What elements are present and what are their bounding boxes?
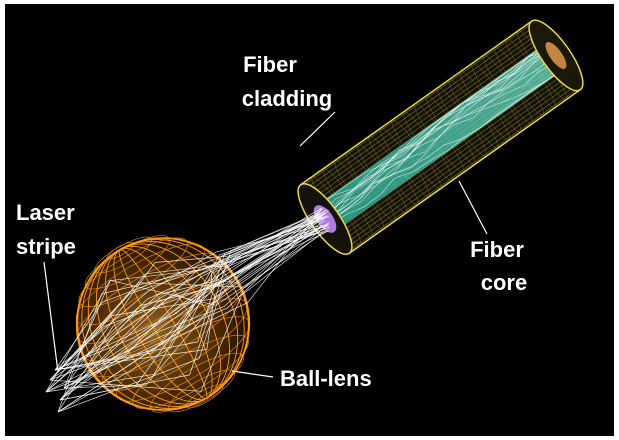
laser-stripe-label-line1: Laser [16, 200, 75, 225]
laser-stripe-label-line2: stripe [16, 234, 76, 259]
fiber-core-label-line1: Fiber [470, 237, 524, 262]
fiber-cladding-label-line2: cladding [242, 86, 332, 111]
fiber-cladding-label-line1: Fiber [243, 52, 297, 77]
fiber-core-label-line2: core [481, 270, 527, 295]
ball-lens [45, 206, 282, 440]
laser-stripe-leader [44, 262, 58, 372]
optical-fiber [289, 13, 591, 261]
ball-lens-leader [232, 371, 273, 377]
fiber-cladding-leader [300, 112, 335, 146]
ball-lens-label: Ball-lens [280, 366, 372, 391]
fiber-core-leader [459, 181, 487, 234]
